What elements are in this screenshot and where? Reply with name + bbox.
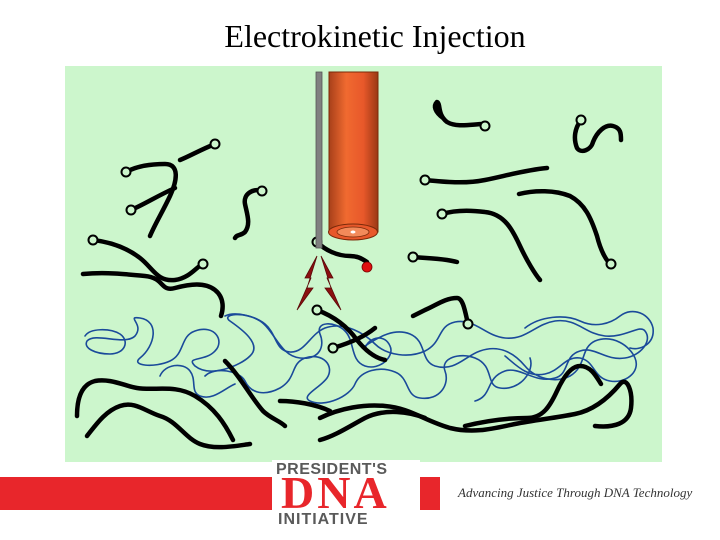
footer-tagline: Advancing Justice Through DNA Technology <box>458 485 693 500</box>
dna-fragment <box>317 409 428 443</box>
dna-fragment <box>74 378 236 443</box>
dna-fragment <box>410 254 460 265</box>
polymer-matrix <box>84 310 654 404</box>
dna-fragment <box>90 237 206 283</box>
dna-end-marker <box>605 258 617 270</box>
capillary <box>328 71 379 241</box>
dna-end-marker <box>209 138 221 150</box>
dna-fragment <box>232 188 265 241</box>
dna-fragment <box>80 270 225 319</box>
polymer-strand <box>224 313 649 402</box>
dna-fragment <box>516 189 614 267</box>
dna-fragments <box>74 99 634 450</box>
dna-fragment <box>432 99 486 128</box>
dna-fragment <box>277 398 333 414</box>
sample-ion-dot <box>361 261 373 273</box>
polymer-strand <box>84 313 392 372</box>
diagram-canvas <box>74 71 654 450</box>
dna-end-marker <box>479 120 491 132</box>
dna-fragment <box>422 165 550 185</box>
dna-end-marker <box>256 185 268 197</box>
polymer-strand <box>159 364 236 398</box>
logo-dna-text: DNA <box>281 467 390 518</box>
dna-end-marker <box>120 166 132 178</box>
dna-fragment <box>314 239 370 265</box>
polymer-strand <box>524 310 654 350</box>
dna-fragment <box>572 117 624 154</box>
dna-end-marker <box>407 251 419 263</box>
arrow-left <box>296 255 318 311</box>
dna-end-markers <box>87 114 617 354</box>
dna-fragment <box>317 379 634 433</box>
logo-bottom-text: INITIATIVE <box>278 511 369 528</box>
logo-top-text: PRESIDENT'S <box>276 461 388 478</box>
dna-fragment <box>177 141 218 163</box>
slide-title: Electrokinetic Injection <box>224 18 526 54</box>
dna-end-marker <box>197 258 209 270</box>
electrokinetic-injection-diagram <box>65 66 662 462</box>
migration-arrows <box>296 255 342 311</box>
dna-fragment <box>123 161 178 239</box>
dna-end-marker <box>311 304 323 316</box>
dna-end-marker <box>327 342 339 354</box>
arrow-right <box>320 255 342 311</box>
dna-end-marker <box>419 174 431 186</box>
dna-fragment <box>314 307 388 363</box>
dna-fragment <box>462 363 604 429</box>
dna-end-marker <box>575 114 587 126</box>
electrode <box>315 71 323 249</box>
dna-end-marker <box>462 318 474 330</box>
dna-fragment <box>222 358 288 429</box>
dna-fragment <box>84 402 253 450</box>
polymer-strand <box>364 331 638 383</box>
dna-end-marker <box>125 204 137 216</box>
presidents-dna-initiative-logo <box>272 460 420 532</box>
polymer-strand <box>204 354 532 404</box>
dna-fragment <box>439 208 543 283</box>
dna-end-marker <box>87 234 99 246</box>
footer-tagline-area <box>440 477 720 510</box>
dna-end-marker <box>436 208 448 220</box>
dna-fragment <box>410 295 471 327</box>
